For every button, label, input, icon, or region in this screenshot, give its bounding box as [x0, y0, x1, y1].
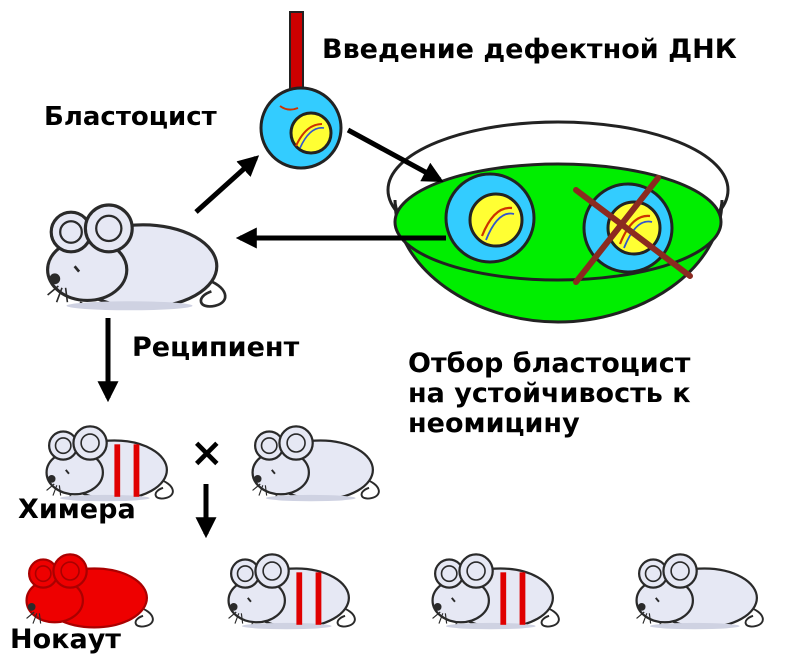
selection-label-line1: Отбор бластоцист [408, 350, 690, 378]
offspring-wildtype-mouse-icon [637, 554, 763, 629]
injection-label: Введение дефектной ДНК [322, 36, 737, 64]
blastocyst-icon [261, 88, 341, 168]
offspring-chimera-mouse-icon [229, 554, 355, 629]
knockout-label: Нокаут [10, 626, 121, 654]
knockout-mouse-icon [27, 554, 153, 627]
selection-label-line3: неомицину [408, 410, 580, 438]
petri-dish-icon [388, 122, 728, 322]
cross-symbol: × [190, 432, 224, 474]
recipient-mouse-icon [48, 205, 226, 310]
chimera-label: Химера [18, 496, 136, 524]
chimera-mouse-icon [47, 426, 173, 501]
blastocyst-label: Бластоцист [44, 104, 217, 131]
wildtype-mouse-icon [253, 426, 379, 501]
arrow-mouse-to-blastocyst [196, 158, 256, 212]
offspring-chimera-mouse-icon [433, 554, 559, 629]
selection-label-line2: на устойчивость к [408, 380, 691, 408]
recipient-label: Реципиент [132, 334, 299, 362]
